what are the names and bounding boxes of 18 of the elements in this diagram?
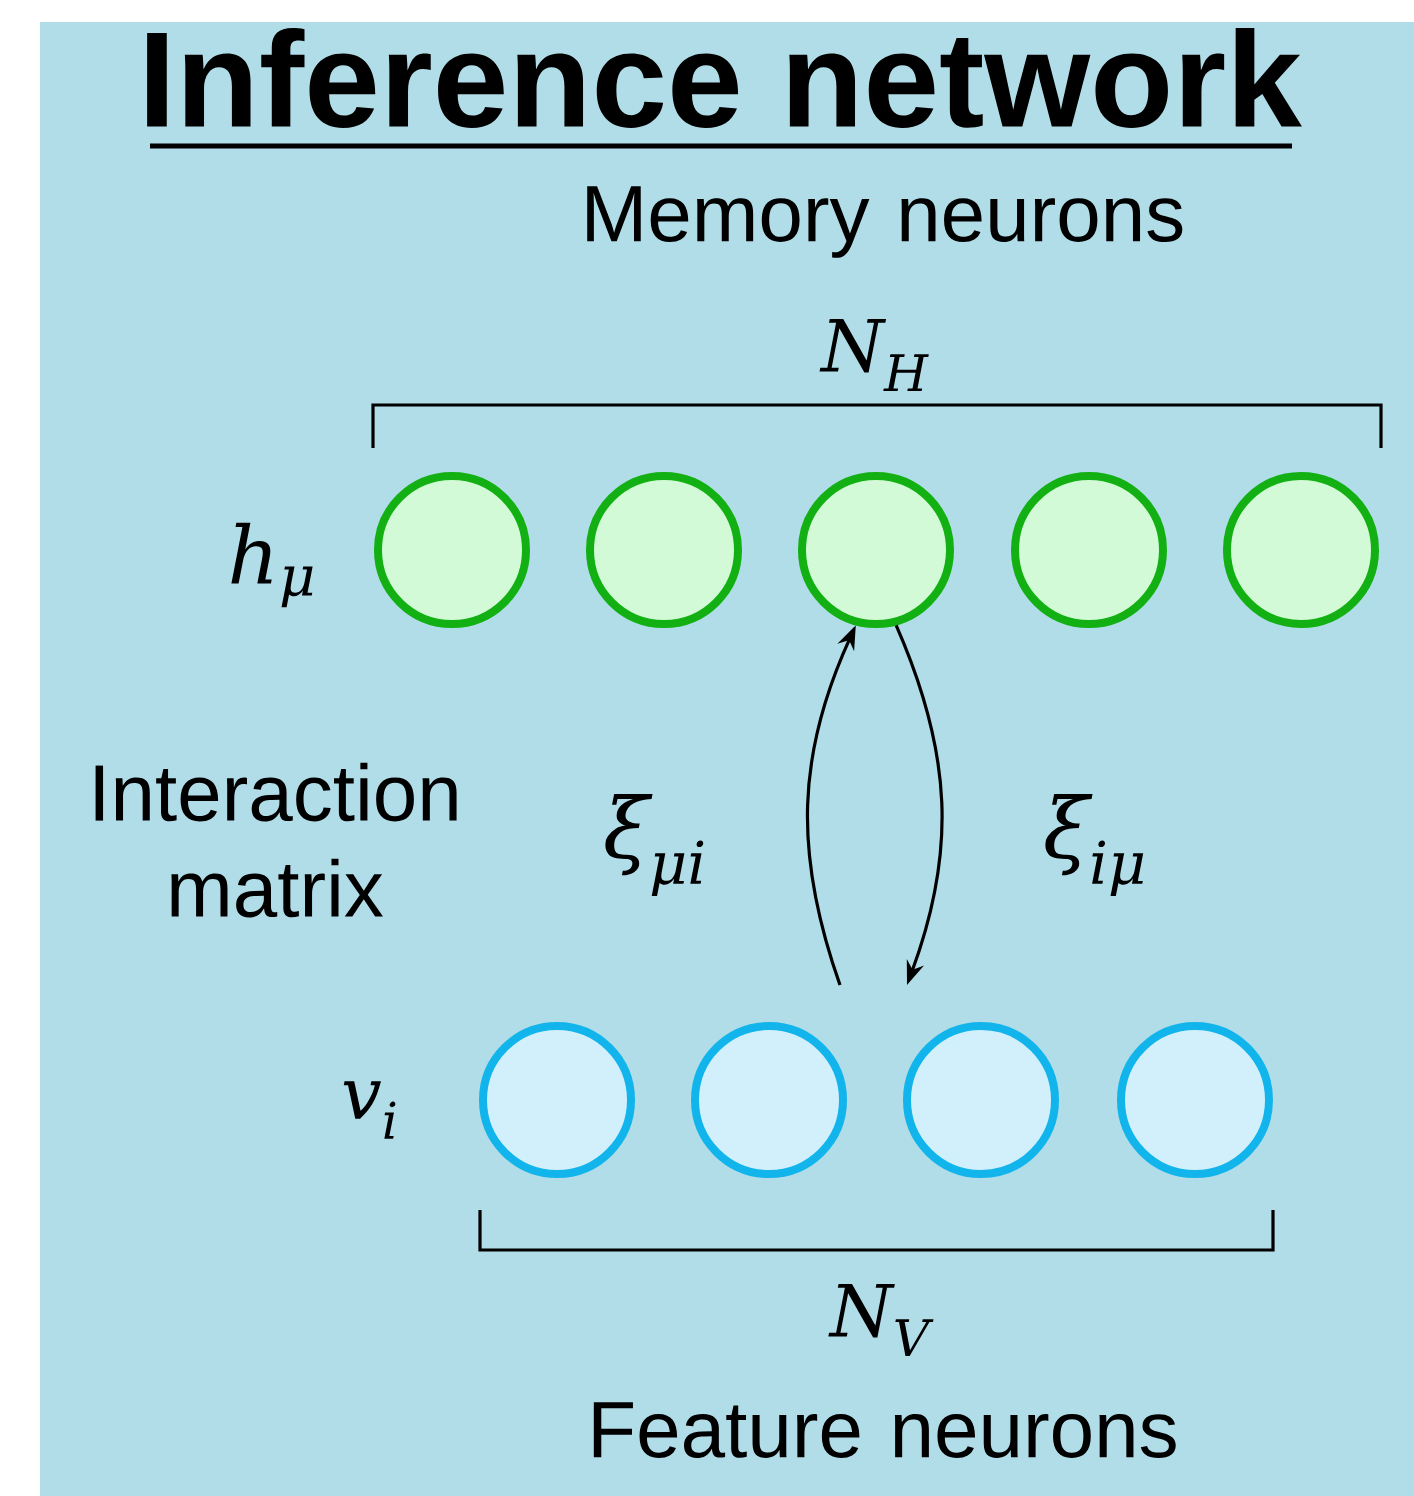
neuron-circle <box>374 472 530 628</box>
neuron-circle <box>1223 472 1379 628</box>
heading: Memory neurons <box>587 186 1183 258</box>
neuron-circle <box>479 1022 635 1178</box>
neuron-circle <box>691 1022 847 1178</box>
neuron-circle <box>1117 1022 1273 1178</box>
neuron-circle <box>903 1022 1059 1178</box>
neuron-circle <box>1011 472 1167 628</box>
math-label: N$_{V}$ <box>828 1284 934 1357</box>
math-label: N$_{H}$ <box>819 319 929 392</box>
neuron-circle <box>586 472 742 628</box>
title: Inference network <box>147 28 1302 149</box>
edge-label: ξ$_{iμ}$ <box>1045 793 1144 897</box>
edge-label: ξ$_{μi}$ <box>605 793 704 897</box>
math-label: v$_{i}$ <box>343 1081 396 1139</box>
heading: Feature neurons <box>593 1402 1176 1458</box>
neuron-circle <box>798 472 954 628</box>
heading: Interaction matrix <box>95 762 457 918</box>
